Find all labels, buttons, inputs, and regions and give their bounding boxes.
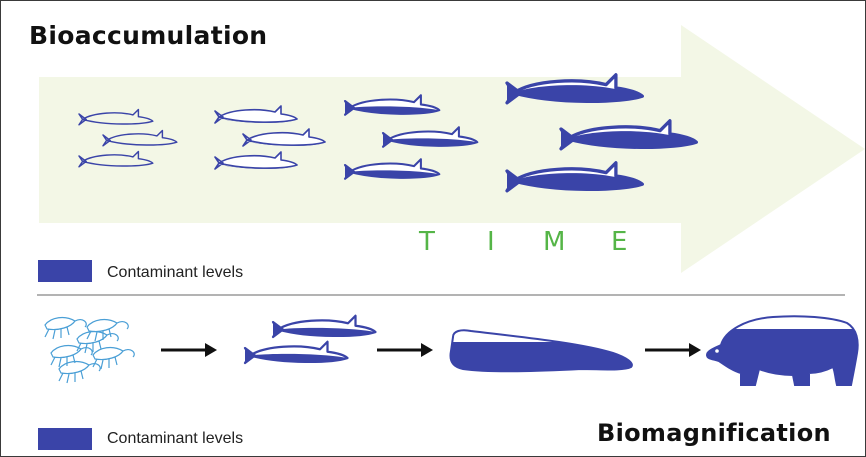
arrow-icon <box>645 343 701 357</box>
krill-icon <box>45 318 134 383</box>
biomagnification-title: Biomagnification <box>597 419 831 447</box>
time-letter-m: M <box>543 227 565 257</box>
arrow-icon <box>377 343 433 357</box>
legend-label: Contaminant levels <box>107 264 243 282</box>
legend-swatch <box>38 428 92 450</box>
bioaccumulation-title: Bioaccumulation <box>29 21 267 50</box>
time-letter-i: I <box>487 227 495 257</box>
legend-label: Contaminant levels <box>107 430 243 448</box>
small-fish-icon <box>245 316 376 363</box>
seal-icon <box>451 330 632 371</box>
time-arrow <box>39 25 865 273</box>
time-letter-e: E <box>611 227 627 257</box>
time-letter-t: T <box>419 227 435 257</box>
polar-bear-icon <box>707 316 858 385</box>
arrow-icon <box>161 343 217 357</box>
legend-swatch <box>38 260 92 282</box>
